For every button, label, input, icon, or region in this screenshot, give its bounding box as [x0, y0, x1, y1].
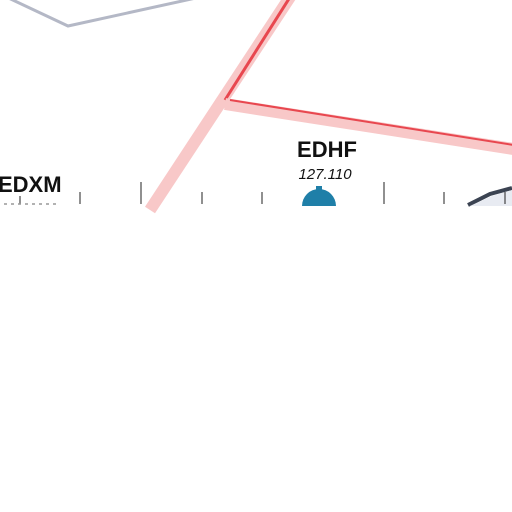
airport-label-edhf: EDHF: [297, 137, 357, 162]
airspace-band-diagonal: [144, 0, 296, 214]
airspace-line-diagonal: [223, 0, 290, 101]
airport-label-edxm: EDXM: [0, 172, 62, 197]
airspace-boundary-grey: [9, 0, 194, 28]
airspace-boundary-dark-fill: [470, 190, 512, 206]
scale-ruler: [19, 182, 506, 204]
airspace-boundary-dark: [467, 186, 512, 207]
airport-frequency-edhf: 127.110: [298, 166, 352, 183]
airspace-line-east: [229, 99, 512, 146]
airspace-band-east: [224, 98, 512, 155]
airport-symbol-icon[interactable]: [302, 186, 336, 206]
